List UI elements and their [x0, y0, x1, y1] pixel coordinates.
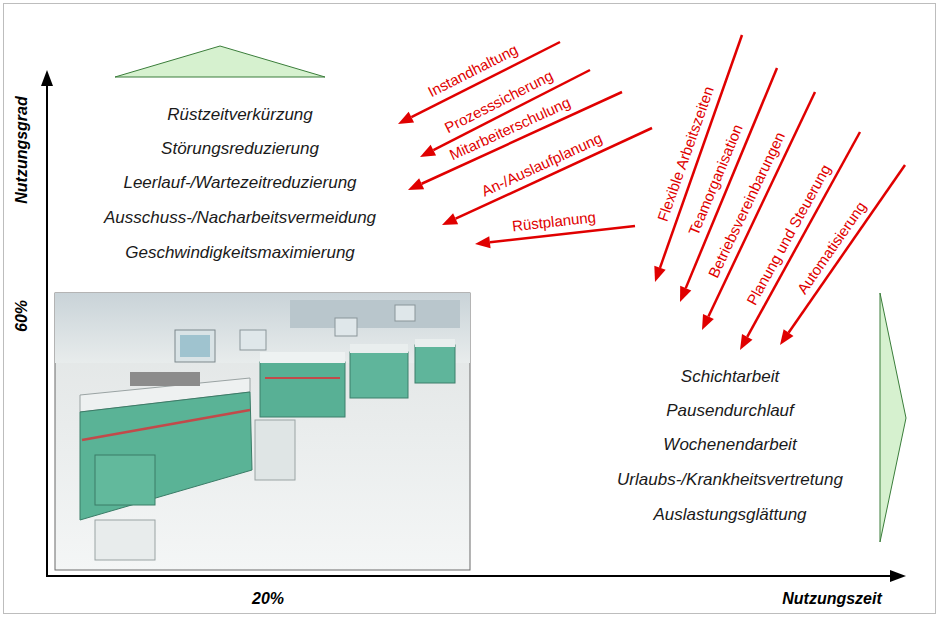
axis-label: 20%	[252, 590, 284, 608]
measure-item: Auslastungsglättung	[653, 506, 806, 525]
arrow-head	[702, 314, 714, 330]
measure-item: Geschwindigkeitsmaximierung	[125, 244, 355, 263]
axes	[41, 70, 906, 582]
arrow-head	[408, 178, 424, 190]
arrow-head	[780, 329, 793, 345]
arrow-head	[398, 112, 414, 124]
arrow-head	[740, 334, 752, 350]
measure-item: Rüstzeitverkürzung	[167, 106, 313, 125]
arrow-head	[654, 266, 665, 282]
measure-item: Urlaubs-/Krankheitsvertretung	[617, 471, 843, 490]
measure-item: Pausendurchlauf	[666, 402, 794, 421]
measure-item: Leerlauf-/Wartezeitreduzierung	[123, 174, 356, 193]
arrow-head	[442, 213, 458, 225]
machine-photo	[55, 293, 470, 570]
measure-item: Ausschuss-/Nacharbeitsvermeidung	[104, 209, 376, 228]
measure-item: Störungsreduzierung	[161, 140, 319, 159]
growth-triangle	[880, 293, 906, 542]
measure-item: Schichtarbeit	[681, 368, 779, 387]
arrow-head	[420, 145, 436, 157]
axis-label: Nutzungsgrad	[13, 96, 31, 204]
axis-label: 60%	[13, 300, 31, 332]
axis-label: Nutzungszeit	[782, 590, 882, 608]
measure-item: Wochenendarbeit	[663, 436, 796, 455]
arrow-head	[680, 286, 691, 302]
growth-triangle	[115, 46, 325, 77]
arrow-head	[475, 236, 491, 248]
